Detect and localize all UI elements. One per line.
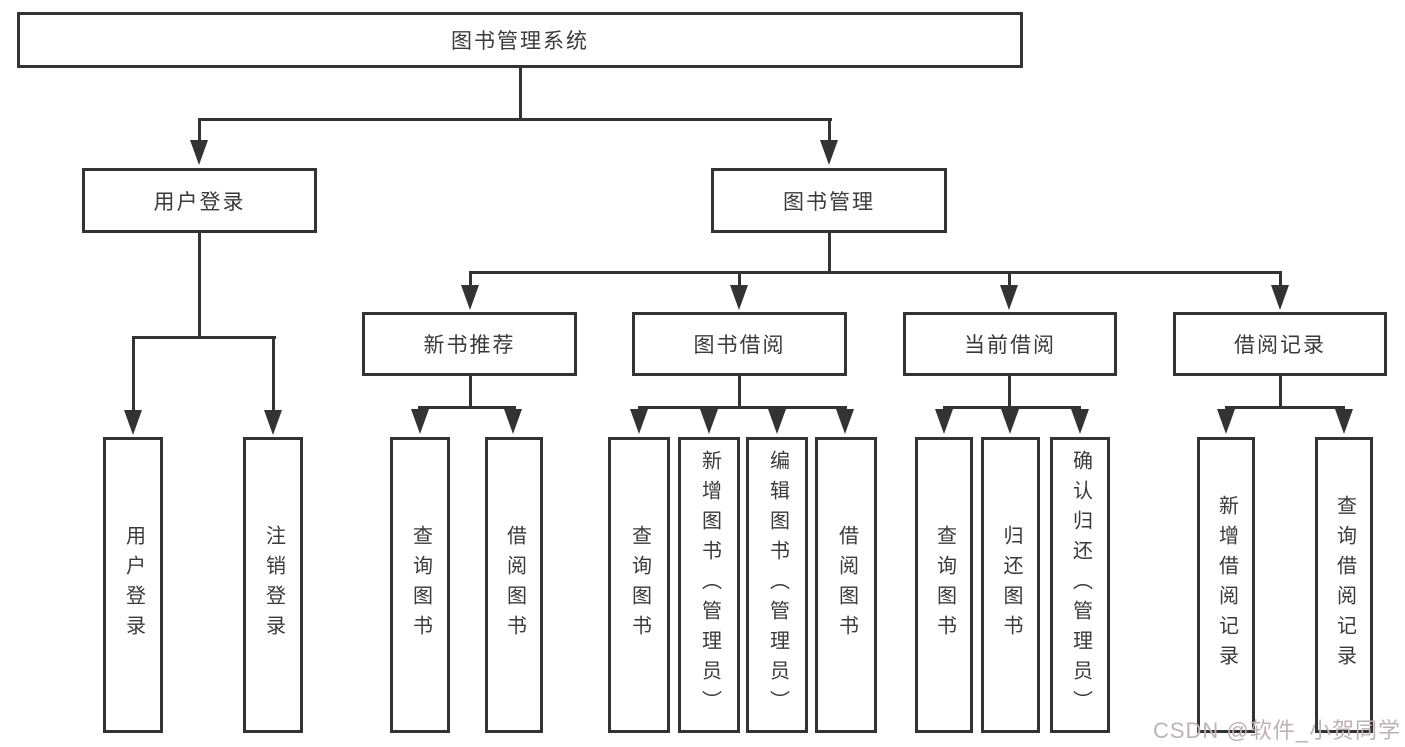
connector-drop <box>1008 271 1011 285</box>
leaf-label: 确认归还（管理员） <box>1069 450 1092 720</box>
leaf-borrow-books: 借阅图书 <box>815 437 877 733</box>
leaf-label: 注销登录 <box>262 525 285 645</box>
node-label: 借阅记录 <box>1234 334 1326 357</box>
node-current-borrow: 当前借阅 <box>903 312 1117 376</box>
connector-split-login <box>132 336 276 339</box>
leaf-add-borrow-record: 新增借阅记录 <box>1197 437 1255 733</box>
leaf-query-books-current: 查询图书 <box>915 437 973 733</box>
arrow-down-icon <box>700 409 718 434</box>
connector-split-new-book <box>418 406 516 409</box>
connector-drop <box>738 271 741 285</box>
leaf-confirm-return-admin: 确认归还（管理员） <box>1050 437 1110 733</box>
leaf-label: 用户登录 <box>122 525 145 645</box>
leaf-add-books-admin: 新增图书（管理员） <box>678 437 740 733</box>
node-new-book-recommend: 新书推荐 <box>362 312 577 376</box>
arrow-down-icon <box>124 410 142 435</box>
node-label: 新书推荐 <box>423 334 516 357</box>
leaf-label: 借阅图书 <box>503 525 526 645</box>
leaf-query-books-borrow: 查询图书 <box>608 437 670 733</box>
leaf-label: 查询图书 <box>628 525 651 645</box>
arrow-down-icon <box>935 409 953 434</box>
arrow-down-icon <box>1071 409 1089 434</box>
leaf-label: 新增借阅记录 <box>1215 495 1238 675</box>
arrow-down-icon <box>504 409 522 434</box>
leaf-borrow-books-newbook: 借阅图书 <box>485 437 543 733</box>
arrow-down-icon <box>1335 409 1353 434</box>
connector-borrow-records-stem <box>1279 376 1282 408</box>
connector-split-level3 <box>469 271 1282 274</box>
connector-split-level1 <box>198 118 832 121</box>
node-borrow-records: 借阅记录 <box>1173 312 1387 376</box>
node-label: 图书借阅 <box>693 334 786 357</box>
arrow-down-icon <box>820 140 838 165</box>
connector-new-book-stem <box>469 376 472 408</box>
watermark: CSDN @软件_小贺同学 <box>1152 718 1401 743</box>
connector-drop-user-login <box>198 118 201 144</box>
connector-drop <box>132 336 135 412</box>
connector-user-login-stem <box>198 233 201 338</box>
leaf-label: 新增图书（管理员） <box>698 450 721 720</box>
leaf-label: 借阅图书 <box>835 525 858 645</box>
connector-current-borrow-stem <box>1008 376 1011 408</box>
arrow-down-icon <box>190 140 208 165</box>
leaf-query-books-newbook: 查询图书 <box>390 437 450 733</box>
connector-drop-book-mgmt <box>828 118 831 144</box>
leaf-edit-books-admin: 编辑图书（管理员） <box>746 437 808 733</box>
arrow-down-icon <box>1271 285 1289 310</box>
arrow-down-icon <box>264 410 282 435</box>
leaf-label: 查询借阅记录 <box>1333 495 1356 675</box>
arrow-down-icon <box>411 409 429 434</box>
connector-drop <box>1279 271 1282 285</box>
connector-split-borrow-records <box>1225 406 1345 409</box>
leaf-label: 归还图书 <box>1000 525 1022 645</box>
leaf-label: 查询图书 <box>409 525 432 645</box>
leaf-return-books: 归还图书 <box>981 437 1040 733</box>
node-user-login: 用户登录 <box>82 168 317 233</box>
leaf-query-borrow-record: 查询借阅记录 <box>1315 437 1373 733</box>
connector-split-book-borrow <box>638 406 847 409</box>
arrow-down-icon <box>461 285 479 310</box>
connector-split-current-borrow <box>943 406 1081 409</box>
arrow-down-icon <box>1001 409 1019 434</box>
leaf-logout: 注销登录 <box>243 437 303 733</box>
node-label: 图书管理 <box>783 190 875 214</box>
arrow-down-icon <box>836 409 854 434</box>
leaf-user-login: 用户登录 <box>103 437 163 733</box>
connector-book-mgmt-stem <box>828 233 831 273</box>
node-label: 用户登录 <box>153 190 246 214</box>
connector-book-borrow-stem <box>738 376 741 408</box>
node-label: 当前借阅 <box>964 334 1056 357</box>
node-book-borrow: 图书借阅 <box>632 312 847 376</box>
node-book-management: 图书管理 <box>711 168 947 233</box>
connector-root-stem <box>519 68 522 120</box>
node-library-system: 图书管理系统 <box>17 12 1023 68</box>
arrow-down-icon <box>1000 285 1018 310</box>
arrow-down-icon <box>1217 409 1235 434</box>
connector-drop <box>272 336 275 412</box>
arrow-down-icon <box>730 285 748 310</box>
arrow-down-icon <box>630 409 648 434</box>
leaf-label: 编辑图书（管理员） <box>766 450 789 720</box>
connector-drop <box>469 271 472 285</box>
leaf-label: 查询图书 <box>933 525 956 645</box>
node-label: 图书管理系统 <box>451 30 589 53</box>
arrow-down-icon <box>768 409 786 434</box>
